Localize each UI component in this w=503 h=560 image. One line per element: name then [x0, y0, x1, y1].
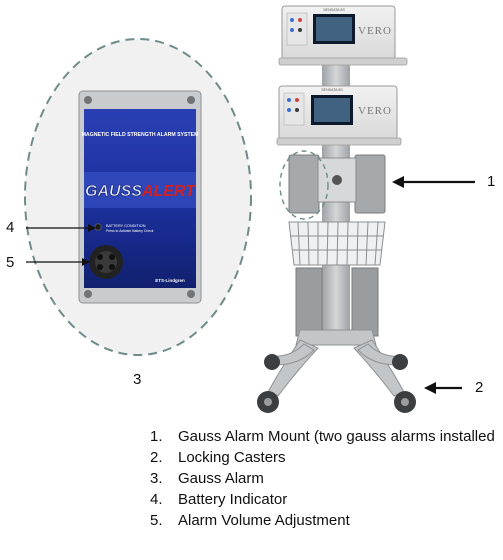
panel-heading: MAGNETIC FIELD STRENGTH ALARM SYSTEM: [82, 132, 199, 138]
second-monitor: [276, 85, 402, 146]
legend-text: Gauss Alarm Mount (two gauss alarms inst…: [178, 428, 495, 445]
legend-number: 5.: [150, 512, 163, 529]
legend-text: Alarm Volume Adjustment: [178, 512, 350, 529]
monitor-1-brand: VERO: [358, 25, 392, 37]
brand-part-2: ALERT: [141, 183, 196, 200]
legend-number: 1.: [150, 428, 163, 445]
callout-4: 4: [6, 219, 15, 236]
monitor-2-model: SENSATA 8S: [321, 88, 343, 92]
legend-number: 2.: [150, 449, 163, 466]
legend: 1. Gauss Alarm Mount (two gauss alarms i…: [150, 426, 500, 531]
legend-item: 5. Alarm Volume Adjustment: [150, 510, 500, 531]
legend-item: 3. Gauss Alarm: [150, 468, 500, 489]
casters: [257, 354, 416, 413]
legend-item: 1. Gauss Alarm Mount (two gauss alarms i…: [150, 426, 500, 447]
monitor-2-brand: VERO: [358, 105, 392, 117]
legend-text: Gauss Alarm: [178, 470, 264, 487]
mount-highlight: [279, 150, 329, 220]
panel-maker: ETS-Lindgren: [155, 278, 185, 283]
callout-3: 3: [133, 371, 142, 388]
monitor-1-model: SENSATA 8S: [323, 8, 345, 12]
gauss-alarm-enlarged: [78, 90, 202, 304]
legend-item: 2. Locking Casters: [150, 447, 500, 468]
wire-basket: [288, 221, 386, 266]
callout-arrows: [26, 176, 475, 394]
gauss-alarm-mount: [279, 150, 386, 220]
panel-battery-label: BATTERY CONDITION: [106, 224, 146, 228]
callout-2: 2: [475, 379, 484, 396]
battery-indicator: [94, 223, 102, 231]
mri-cart: [257, 5, 416, 413]
callout-5: 5: [6, 254, 15, 271]
top-monitor: [278, 5, 408, 66]
panel-brand: GAUSSALERT: [85, 183, 196, 200]
cart-base: [267, 329, 405, 397]
legend-item: 4. Battery Indicator: [150, 489, 500, 510]
panel-battery-sub: Press to Activate Battery Check: [106, 229, 154, 233]
legend-text: Locking Casters: [178, 449, 286, 466]
brand-part-1: GAUSS: [85, 183, 142, 200]
callout-1: 1: [487, 173, 496, 190]
legend-number: 4.: [150, 491, 163, 508]
volume-knob: [89, 245, 123, 279]
legend-text: Battery Indicator: [178, 491, 288, 508]
legend-number: 3.: [150, 470, 163, 487]
